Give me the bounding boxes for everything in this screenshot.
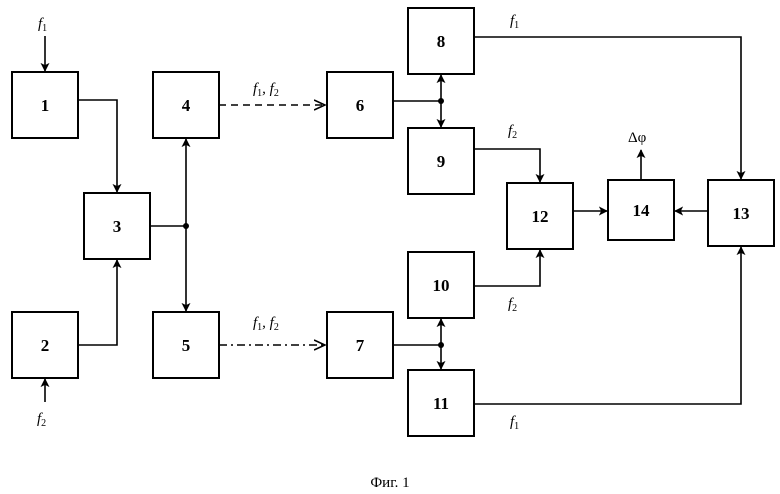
block-13: 13: [708, 180, 774, 246]
block-9: 9: [408, 128, 474, 194]
label-5-to-7: f1, f2: [253, 315, 279, 333]
block-3: 3: [84, 193, 150, 259]
link-8-to-13: [474, 37, 741, 179]
label-9-to-12: f2: [508, 123, 517, 141]
block-9-label: 9: [437, 152, 446, 171]
block-5-label: 5: [182, 336, 191, 355]
block-11-label: 11: [433, 394, 449, 413]
block-11: 11: [408, 370, 474, 436]
block-1: 1: [12, 72, 78, 138]
block-7-label: 7: [356, 336, 365, 355]
link-10-to-12: [474, 250, 540, 286]
block-6: 6: [327, 72, 393, 138]
block-2: 2: [12, 312, 78, 378]
link-2-to-3: [78, 260, 117, 345]
block-3-label: 3: [113, 217, 122, 236]
block-5: 5: [153, 312, 219, 378]
block-10-label: 10: [433, 276, 450, 295]
block-14-label: 14: [633, 201, 651, 220]
block-12: 12: [507, 183, 573, 249]
label-10-to-12: f2: [508, 296, 517, 314]
block-14: 14: [608, 180, 674, 240]
block-8: 8: [408, 8, 474, 74]
block-8-label: 8: [437, 32, 446, 51]
block-13-label: 13: [733, 204, 750, 223]
label-4-to-6: f1, f2: [253, 81, 279, 99]
link-9-to-12: [474, 149, 540, 182]
input-f2-label: f2: [37, 411, 46, 429]
input-f1-label: f1: [38, 16, 47, 34]
block-7: 7: [327, 312, 393, 378]
output-delta-phi-label: Δφ: [628, 130, 647, 146]
block-2-label: 2: [41, 336, 50, 355]
block-1-label: 1: [41, 96, 50, 115]
figure-caption: Фиг. 1: [370, 475, 409, 491]
label-8-to-13: f1: [510, 13, 519, 31]
block-4-label: 4: [182, 96, 191, 115]
block-4: 4: [153, 72, 219, 138]
link-11-to-13: [474, 247, 741, 404]
block-12-label: 12: [532, 207, 549, 226]
label-11-to-13: f1: [510, 414, 519, 432]
link-1-to-3: [78, 100, 117, 192]
block-10: 10: [408, 252, 474, 318]
block-6-label: 6: [356, 96, 365, 115]
